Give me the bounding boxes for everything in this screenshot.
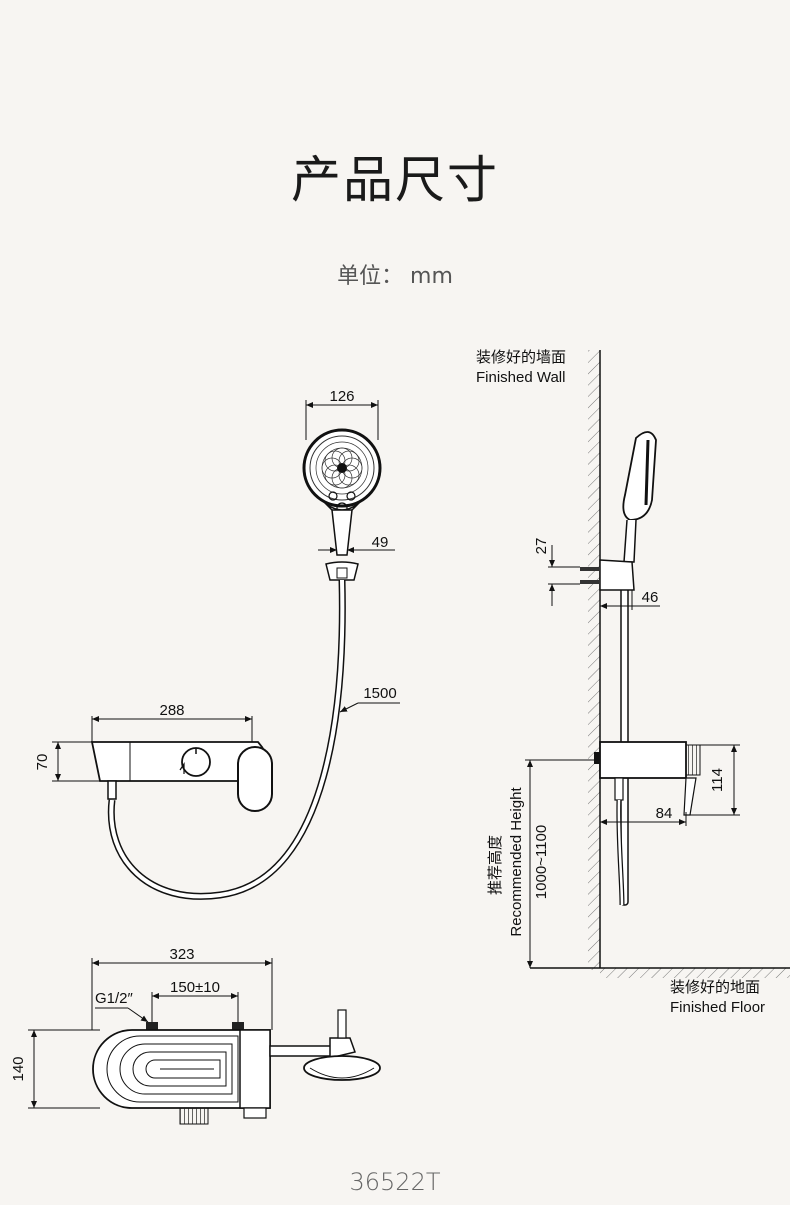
dim-total-width: 323 (169, 946, 194, 963)
wall-label-cn: 装修好的墙面 (476, 349, 566, 366)
dim-valve-depth: 84 (656, 805, 673, 822)
model-number: 36522T (349, 1168, 441, 1196)
dim-valve-width: 288 (159, 702, 184, 719)
dim-inlet-spacing: 150±10 (170, 979, 220, 996)
dim-valve-height: 70 (34, 754, 51, 771)
shower-head (302, 428, 382, 556)
height-range: 1000~1100 (533, 825, 550, 899)
dim-bracket-depth: 46 (642, 589, 659, 606)
valve-top (92, 1009, 381, 1125)
dim-hose-length: 1500 (363, 685, 396, 702)
inlet-label: G1/2″ (95, 990, 134, 1007)
front-view: 126 (34, 388, 400, 900)
page-title: 产品尺寸 (291, 151, 499, 209)
valve-side (594, 741, 701, 906)
height-label-cn: 推荐高度 (487, 835, 504, 895)
wall-label-en: Finished Wall (476, 369, 565, 386)
top-view: 323 150±10 G1/2″ 140 (10, 946, 381, 1125)
dim-head-width: 126 (329, 388, 354, 405)
side-view: 装修好的墙面 Finished Wall 装修好的地面 Finished Flo… (476, 349, 790, 1016)
unit-label: 单位： mm (337, 264, 453, 289)
dim-bracket-spacing: 27 (533, 538, 550, 555)
dim-valve-height-side: 114 (709, 768, 726, 792)
floor-label-cn: 装修好的地面 (670, 979, 760, 996)
dim-depth: 140 (10, 1056, 27, 1081)
dim-holder-width: 49 (372, 534, 389, 551)
valve-front (90, 741, 273, 812)
floor-label-en: Finished Floor (670, 999, 765, 1016)
height-label-en: Recommended Height (508, 787, 525, 937)
